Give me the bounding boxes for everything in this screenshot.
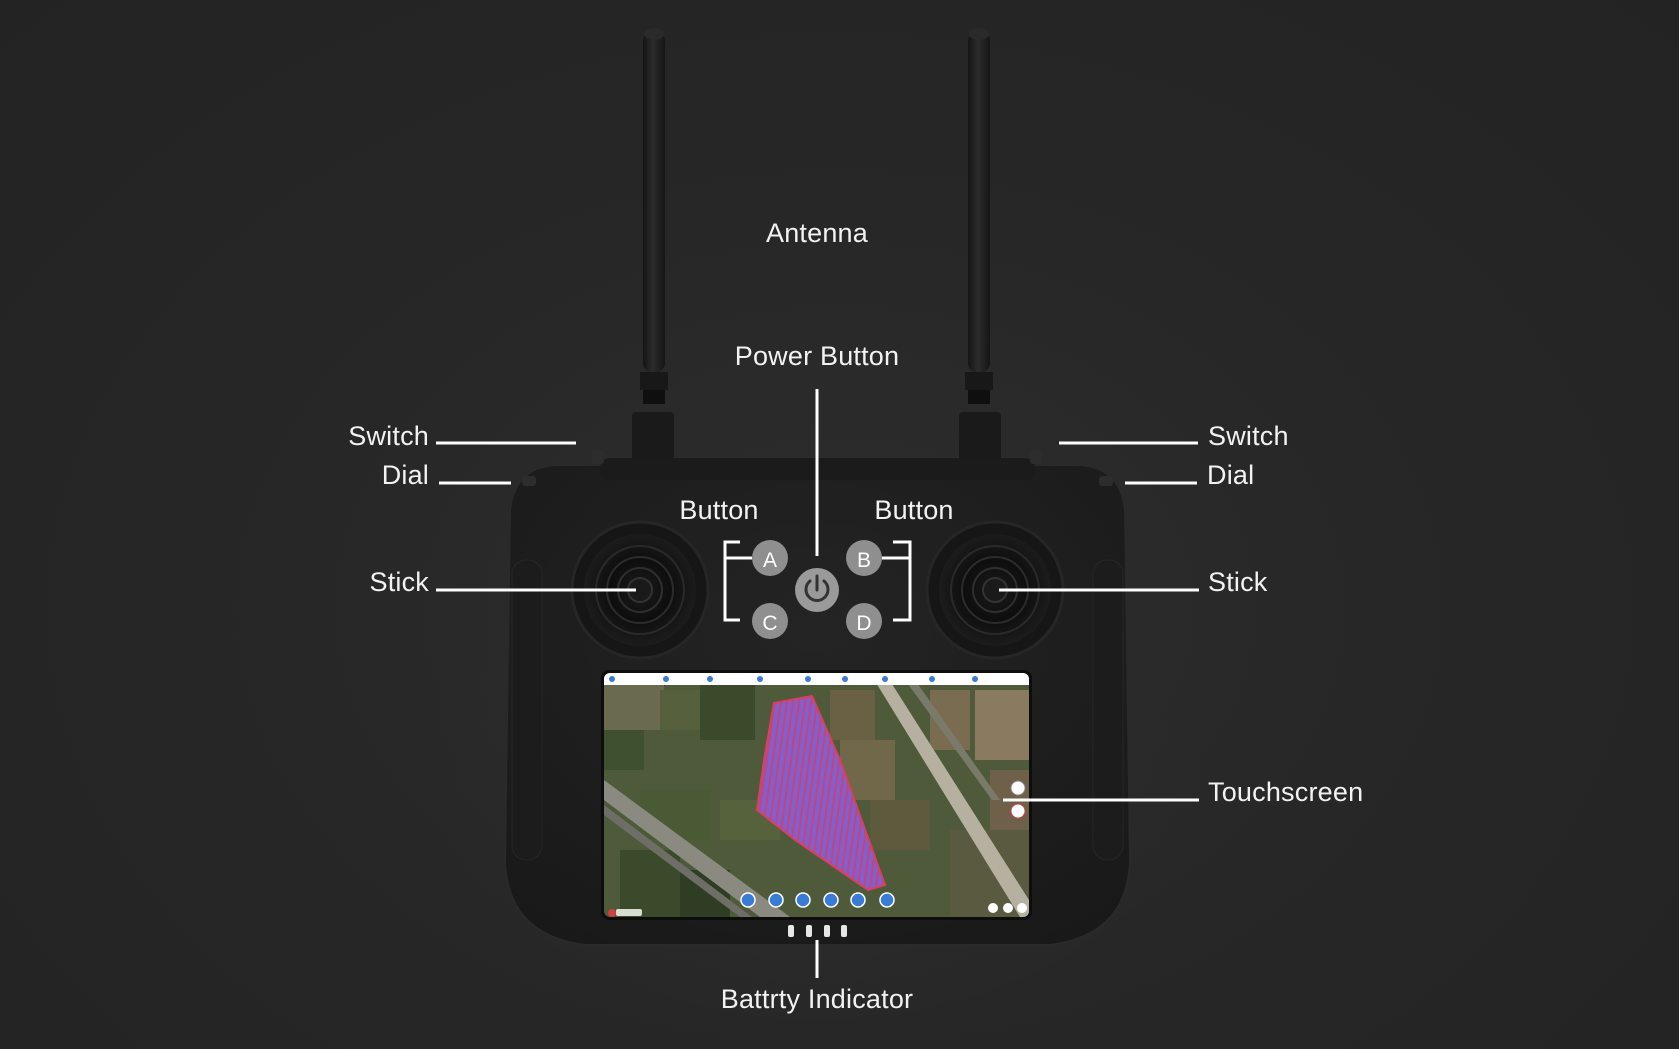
- button-b: B: [846, 540, 882, 576]
- stick-right: [925, 520, 1065, 660]
- dial-left-label: Dial: [381, 460, 429, 490]
- button-d: D: [846, 603, 882, 639]
- button-a-label: A: [763, 549, 777, 572]
- battery-indicator: [788, 925, 847, 937]
- switch-left-label: Switch: [348, 421, 429, 451]
- button-a: A: [752, 540, 788, 576]
- dial-right: [1099, 476, 1113, 486]
- stick-right-label: Stick: [1208, 567, 1268, 597]
- button-d-label: D: [856, 612, 871, 635]
- field-overlay: [755, 694, 887, 892]
- button-right-label: Button: [874, 495, 954, 525]
- dial-right-label: Dial: [1207, 460, 1255, 490]
- stick-left-label: Stick: [369, 567, 429, 597]
- button-c-label: C: [762, 612, 777, 635]
- button-left-label: Button: [679, 495, 759, 525]
- power-icon: [804, 574, 830, 602]
- button-b-label: B: [857, 549, 871, 572]
- switch-left: [592, 450, 604, 464]
- battery-indicator-label: Battrty Indicator: [720, 984, 914, 1014]
- touchscreen-label: Touchscreen: [1208, 777, 1364, 807]
- switch-right: [1030, 450, 1042, 464]
- dial-left: [522, 476, 536, 486]
- antenna-label: Antenna: [766, 218, 868, 248]
- power-button-label: Power Button: [734, 341, 900, 371]
- power-button: [795, 568, 839, 612]
- antenna-left: [632, 28, 674, 462]
- leader-lines: [436, 389, 1199, 978]
- touchscreen: [601, 670, 1032, 920]
- antenna-right: [959, 28, 1001, 462]
- switch-right-label: Switch: [1208, 421, 1289, 451]
- button-c: C: [752, 603, 788, 639]
- satellite-map: [604, 673, 1029, 917]
